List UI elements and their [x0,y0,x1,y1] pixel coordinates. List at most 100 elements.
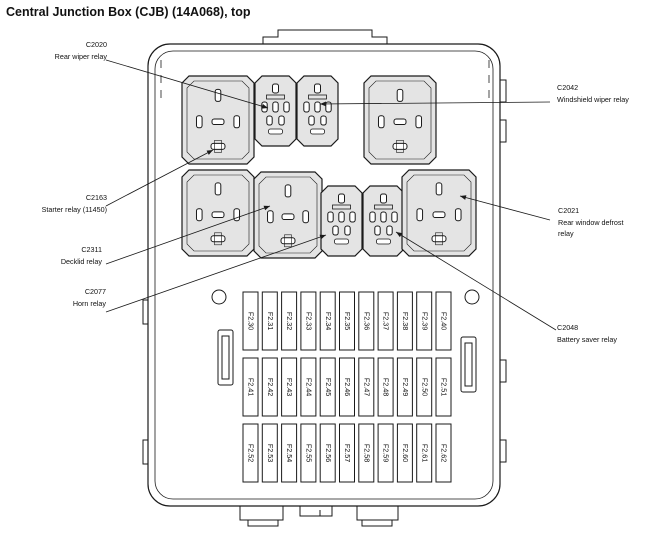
fuse-label: F2.55 [304,444,313,462]
fuse-label: F2.54 [285,444,294,462]
fuse-label: F2.50 [420,378,429,396]
relay-c2048 [362,185,405,257]
fuse-f2-51: F2.51 [435,357,452,417]
relay-description: Windshield wiper relay [557,95,629,104]
cjb-housing [142,29,507,527]
arrow-head [319,234,326,240]
fuse-label: F2.33 [304,312,313,330]
fuse-f2-44: F2.44 [300,357,317,417]
fuse-label: F2.43 [285,378,294,396]
fuse-f2-47: F2.47 [358,357,375,417]
fuse-f2-62: F2.62 [435,423,452,483]
connector-code: C2163 [86,193,107,202]
connector-code: C2042 [557,83,578,92]
leader-lines [105,59,557,331]
fuse-label: F2.32 [285,312,294,330]
arrow-head [460,195,467,200]
fuse-label: F2.49 [401,378,410,396]
fuse-label: F2.58 [362,444,371,462]
fuse-label: F2.30 [247,312,256,330]
relay-c2311 [253,171,323,259]
fuse-label: F2.40 [440,312,449,330]
fuse-label: F2.46 [343,378,352,396]
fuse-label: F2.62 [440,444,449,462]
fuse-f2-32: F2.32 [281,291,298,351]
fuse-label: F2.35 [343,312,352,330]
fuse-f2-33: F2.33 [300,291,317,351]
connector-code: C2020 [86,40,107,49]
arrow-head [263,205,270,211]
relay-c2077 [320,185,363,257]
leader-c2020 [105,59,269,109]
fuse-label: F2.57 [343,444,352,462]
fuse-label: F2.39 [420,312,429,330]
fuse-label: F2.51 [440,378,449,396]
fuse-f2-42: F2.42 [261,357,278,417]
fuse-f2-34: F2.34 [319,291,336,351]
relay-description: Battery saver relay [557,335,617,344]
fuse-f2-61: F2.61 [416,423,433,483]
fuse-f2-43: F2.43 [281,357,298,417]
relay-description: Decklid relay [61,257,103,266]
fuse-f2-30: F2.30 [242,291,259,351]
fuse-f2-52: F2.52 [242,423,259,483]
fuse-label: F2.47 [362,378,371,396]
fuse-f2-54: F2.54 [281,423,298,483]
fuse-f2-49: F2.49 [396,357,413,417]
fuse-f2-35: F2.35 [339,291,355,351]
relay-description: Rear wiper relay [55,52,108,61]
leader-c2042 [319,101,551,107]
leader-c2077 [105,234,327,313]
fuse-label: F2.31 [266,312,275,330]
fuse-f2-40: F2.40 [435,291,452,351]
fuse-label: F2.44 [304,378,313,396]
fuse-f2-58: F2.58 [358,423,375,483]
fuse-label: F2.36 [362,312,371,330]
fuse-f2-31: F2.31 [261,291,278,351]
fuse-label: F2.45 [324,378,333,396]
leader-c2048 [395,231,557,331]
relay-c2042 [363,75,437,165]
arrow-head [206,150,213,155]
fuse-label: F2.48 [382,378,391,396]
fuse-label: F2.61 [420,444,429,462]
fuse-f2-48: F2.48 [377,357,394,417]
fuse-f2-36: F2.36 [358,291,375,351]
leader-c2163 [105,149,214,207]
fuse-label: F2.42 [266,378,275,396]
relay-c2163 [181,169,255,257]
relay-mini-2 [296,75,339,147]
relay-description: relay [558,229,574,238]
fuse-label: F2.37 [382,312,391,330]
fuse-f2-57: F2.57 [339,423,355,483]
fuse-f2-56: F2.56 [319,423,336,483]
leader-c2021 [459,195,551,221]
fuse-f2-46: F2.46 [339,357,355,417]
relay-mini-1 [254,75,297,147]
fuse-f2-37: F2.37 [377,291,394,351]
relay-description: Starter relay (11450) [42,205,107,214]
connector-code: C2077 [85,287,106,296]
fuse-f2-59: F2.59 [377,423,394,483]
fuse-f2-41: F2.41 [242,357,259,417]
arrow-head [320,101,327,107]
fuse-label: F2.38 [401,312,410,330]
connector-code: C2311 [81,245,102,254]
fuse-label: F2.53 [266,444,275,462]
fuse-label: F2.59 [382,444,391,462]
fuse-panel: F2.30 F2.31 F2.32 F2.33 F2.34 F2.35 F2.36 F2.37… [242,291,452,483]
fuse-f2-45: F2.45 [319,357,336,417]
fuse-f2-38: F2.38 [396,291,413,351]
fuse-label: F2.56 [324,444,333,462]
fuse-f2-53: F2.53 [261,423,278,483]
fuse-label: F2.34 [324,312,333,330]
relay-group [181,75,477,259]
fuse-label: F2.41 [247,378,256,396]
